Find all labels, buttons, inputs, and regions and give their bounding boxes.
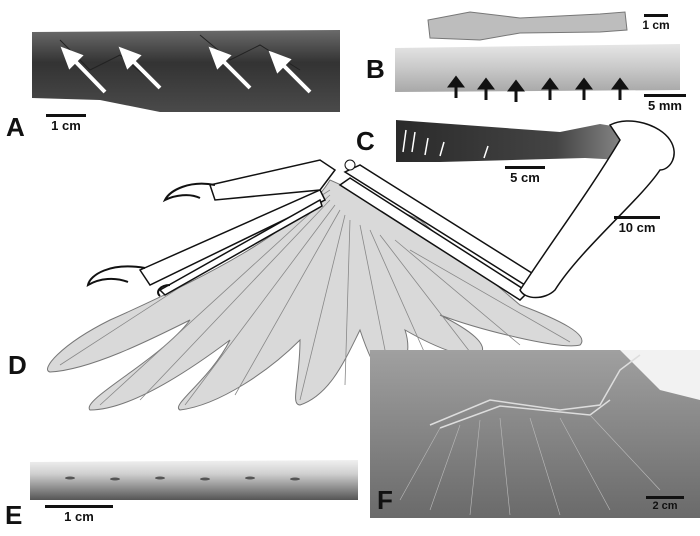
scale-label-c: 5 cm	[510, 170, 540, 185]
panel-label-c: C	[356, 126, 375, 156]
scale-label-b-strip: 5 mm	[648, 98, 682, 113]
scale-label-d: 10 cm	[618, 220, 656, 235]
scale-bar-b-top: 1 cm	[636, 14, 676, 31]
scale-label-b-top: 1 cm	[642, 18, 670, 32]
panel-label-e: E	[5, 500, 23, 530]
panel-label-b: B	[366, 54, 385, 84]
scale-bar-b-strip: 5 mm	[642, 94, 688, 112]
panel-label-a: A	[6, 112, 25, 142]
scale-bar-d: 10 cm	[612, 216, 662, 234]
scale-bar-f: 2 cm	[643, 496, 687, 512]
scale-label-e: 1 cm	[64, 509, 94, 524]
scale-label-f: 2 cm	[652, 500, 678, 512]
scale-bar-a: 1 cm	[44, 114, 88, 132]
scale-label-a: 1 cm	[51, 118, 81, 133]
panel-label-f: F	[377, 485, 393, 515]
scale-bar-c: 5 cm	[502, 166, 548, 184]
scale-bar-e: 1 cm	[44, 505, 114, 523]
panel-label-d: D	[8, 350, 27, 380]
